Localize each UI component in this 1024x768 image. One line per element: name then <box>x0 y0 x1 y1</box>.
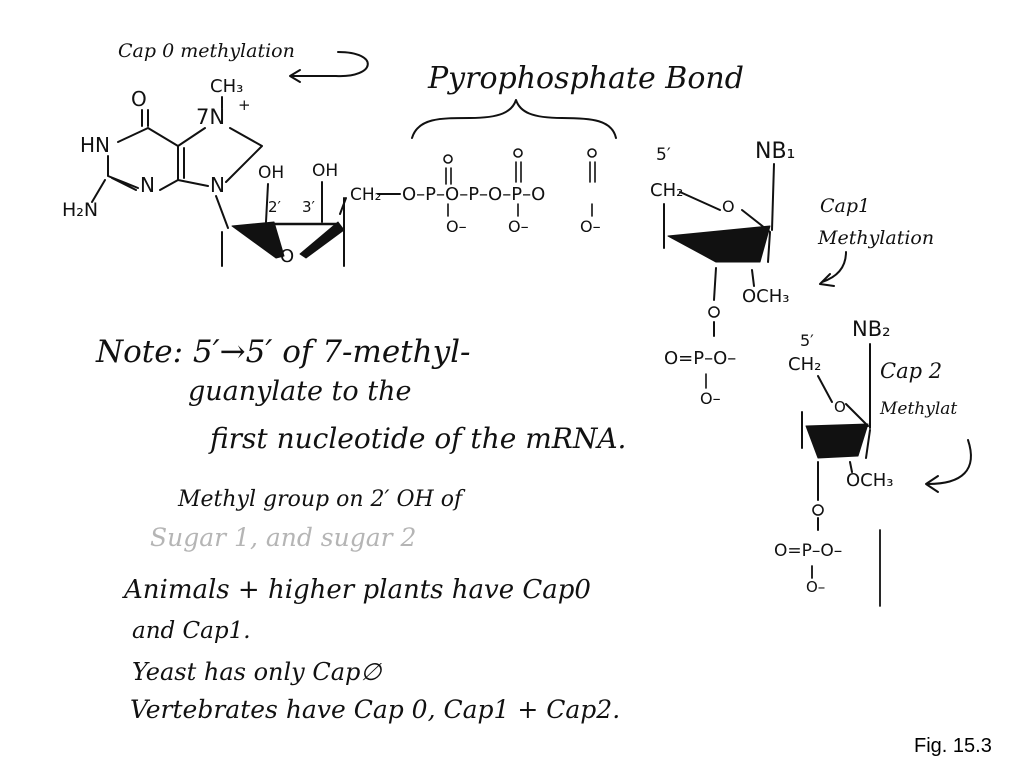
n7-plus: + <box>238 96 251 114</box>
second-ribose-o3-linker <box>812 504 824 516</box>
oh-right-label: OH <box>312 161 338 181</box>
ch2-mid-label: CH₂ <box>650 180 683 201</box>
middle-ribose-wedge <box>667 225 771 263</box>
note-line-2: guanylate to the <box>188 376 411 407</box>
five-prime-2-label: 5′ <box>800 331 814 350</box>
note-line-4: Methyl group on 2′ OH of <box>177 487 466 512</box>
oxo-label: O <box>131 87 147 111</box>
phosphate-3-bonds <box>811 529 881 607</box>
ch2-left-label: CH₂ <box>350 185 381 205</box>
phosphate-o-minus-2: O– <box>508 217 529 236</box>
oh-left-label: OH <box>258 163 284 183</box>
cap1-label-line2: Methylation <box>817 227 934 249</box>
phosphate-o-minus-3: O– <box>580 217 601 236</box>
cap2-label-line1: Cap 2 <box>880 359 942 383</box>
ch3-top-label: CH₃ <box>210 76 243 97</box>
cap0-methylation-label: Cap 0 methylation <box>118 40 295 62</box>
phosphate-o-minus-1: O– <box>446 217 467 236</box>
note-line-1: Note: 5′→5′ of 7-methyl- <box>95 334 471 370</box>
note-line-3: first nucleotide of the mRNA. <box>208 422 626 455</box>
note-line-9: Vertebrates have Cap 0, Cap1 + Cap2. <box>130 695 620 724</box>
n-glycosidic-label: N <box>210 173 225 197</box>
cap0-arrow <box>289 51 369 83</box>
phosphate-3-label: O=P–O– <box>774 541 842 561</box>
left-ribose-bonds <box>221 181 401 267</box>
phosphate-oxo-2 <box>513 148 523 158</box>
second-ribose-bonds <box>801 343 871 531</box>
hn-label: HN <box>80 133 110 157</box>
ring-o-left-label: O <box>280 246 294 267</box>
left-ribose-wedge-right <box>299 221 345 259</box>
och3-2-label: OCH₃ <box>846 470 894 491</box>
figure-label: Fig. 15.3 <box>914 735 992 757</box>
n-ring-label: N <box>140 173 155 197</box>
guanine-bonds <box>91 96 263 229</box>
ch2-2-label: CH₂ <box>788 354 821 375</box>
cap1-arrow <box>819 251 847 287</box>
och3-1-label: OCH₃ <box>742 286 790 307</box>
phosphate-2-o-minus: O– <box>700 389 721 408</box>
second-ribose-wedge <box>805 423 869 459</box>
cap2-arrow <box>925 439 972 493</box>
note-line-8: Yeast has only Cap∅ <box>132 658 382 686</box>
nb2-label: NB₂ <box>852 317 891 341</box>
pos-3-label: 3′ <box>302 198 316 216</box>
middle-ribose-bonds <box>663 163 775 337</box>
ring-o-2-label: O <box>834 398 846 416</box>
cap1-label-line1: Cap1 <box>820 195 870 217</box>
middle-ribose-o3-linker <box>708 306 720 318</box>
phosphate-3-o-minus: O– <box>806 578 825 596</box>
pos-2-label: 2′ <box>268 198 282 216</box>
pyrophosphate-brace <box>411 99 617 139</box>
phosphate-oxo-1 <box>443 154 453 164</box>
phosphate-2-label: O=P–O– <box>664 348 736 369</box>
n7-label: 7N <box>196 105 225 129</box>
pyrophosphate-bond-label: Pyrophosphate Bond <box>427 61 744 96</box>
h2n-label: H₂N <box>62 199 98 221</box>
five-prime-1-label: 5′ <box>656 145 671 165</box>
note-line-6: Animals + higher plants have Cap0 <box>122 575 591 605</box>
ring-o-mid-label: O <box>722 197 735 216</box>
cap2-label-line2: Methylat <box>879 399 957 419</box>
phosphate-oxo-bonds <box>445 161 596 217</box>
phosphate-oxo-3 <box>587 148 597 158</box>
nb1-label: NB₁ <box>755 139 795 164</box>
phosphate-chain-label: O–P–O–P–O–P–O <box>402 184 545 205</box>
note-line-7: and Cap1. <box>132 618 251 644</box>
left-ribose-wedge-left <box>231 221 285 259</box>
note-line-5: Sugar 1, and sugar 2 <box>150 523 416 552</box>
